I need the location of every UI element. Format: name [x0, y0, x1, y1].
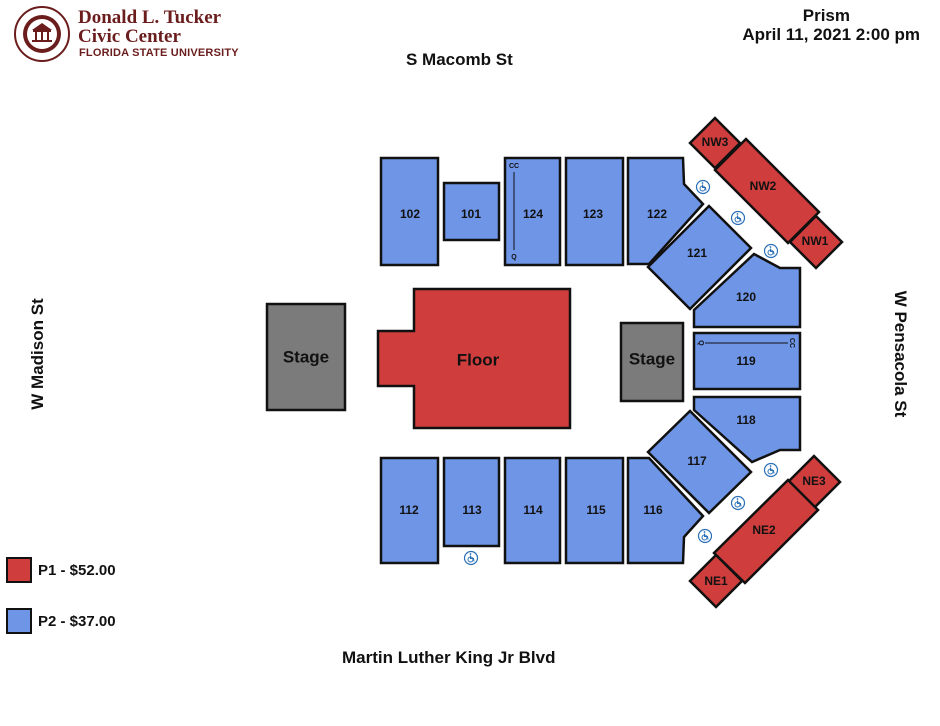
wheelchair-accessible-icon [730, 210, 746, 226]
section-ne1[interactable]: NE1 [688, 553, 744, 609]
event-date: April 11, 2021 2:00 pm [742, 25, 920, 44]
section-nw2[interactable]: NW2 [713, 137, 821, 245]
wheelchair-accessible-icon [697, 528, 713, 544]
venue-name-line2: Civic Center [78, 26, 181, 47]
street-south: Martin Luther King Jr Blvd [342, 648, 556, 667]
section-nw1-label: NW1 [802, 234, 829, 248]
event-name: Prism [802, 6, 850, 25]
floor-label: Floor [457, 350, 500, 369]
legend-swatch-p2 [6, 608, 32, 634]
section-121[interactable]: 121 [646, 204, 753, 311]
wheelchair-accessible-icon [730, 495, 746, 511]
legend-label-p2: P2 - $37.00 [38, 612, 116, 630]
section-nw3[interactable]: NW3 [688, 116, 742, 170]
legend-item-p1: P1 - $52.00 [6, 557, 116, 583]
section-101[interactable]: 101 [442, 181, 501, 242]
venue-name-line1: Donald L. Tucker [78, 7, 222, 28]
university-seal-icon [14, 6, 70, 62]
marker-q-124: Q [511, 254, 517, 261]
university-name: FLORIDA STATE UNIVERSITY [79, 47, 239, 59]
section-114-label: 114 [523, 503, 543, 517]
section-119-label: 119 [736, 354, 756, 368]
stage-east: Stage [619, 321, 685, 403]
section-121-label: 121 [687, 246, 707, 260]
stage-west: Stage [265, 302, 347, 412]
section-124[interactable]: CC Q 124 [503, 156, 562, 267]
section-118-label: 118 [736, 413, 756, 427]
section-122[interactable]: 122 [626, 156, 705, 266]
section-ne2-label: NE2 [752, 523, 776, 537]
section-113-label: 113 [462, 503, 482, 517]
marker-cc-119: CC [788, 338, 795, 348]
section-112-label: 112 [399, 503, 419, 517]
marker-cc-124: CC [509, 163, 519, 170]
section-124-label: 124 [523, 207, 543, 221]
section-floor[interactable]: Floor [376, 287, 572, 430]
legend-swatch-p1 [6, 557, 32, 583]
section-102[interactable]: 102 [379, 156, 440, 267]
section-102-label: 102 [400, 207, 420, 221]
section-114[interactable]: 114 [503, 456, 562, 565]
section-118[interactable]: 118 [692, 395, 802, 464]
section-112[interactable]: 112 [379, 456, 440, 565]
wheelchair-accessible-icon [763, 462, 779, 478]
section-120-label: 120 [736, 290, 756, 304]
legend-label-p1: P1 - $52.00 [38, 561, 116, 579]
section-119[interactable]: CC Q 119 [692, 331, 802, 391]
street-north: S Macomb St [406, 50, 513, 69]
section-120[interactable]: 120 [692, 252, 802, 329]
section-116[interactable]: 116 [626, 456, 705, 565]
section-ne1-label: NE1 [704, 574, 728, 588]
section-115-label: 115 [586, 503, 606, 517]
wheelchair-accessible-icon [763, 243, 779, 259]
stage-west-label: Stage [283, 347, 329, 366]
section-nw2-label: NW2 [750, 179, 777, 193]
section-115[interactable]: 115 [564, 456, 625, 565]
section-nw3-label: NW3 [702, 135, 729, 149]
stage-east-label: Stage [629, 349, 675, 368]
section-117[interactable]: 117 [646, 409, 753, 515]
venue-logo: Donald L. Tucker Civic Center FLORIDA ST… [14, 6, 254, 64]
section-116-label: 116 [643, 503, 663, 517]
section-122-label: 122 [647, 207, 667, 221]
wheelchair-accessible-icon [695, 179, 711, 195]
section-101-label: 101 [461, 207, 481, 221]
section-123[interactable]: 123 [564, 156, 625, 267]
section-ne3-label: NE3 [802, 474, 826, 488]
section-113[interactable]: 113 [442, 456, 501, 548]
section-123-label: 123 [583, 207, 603, 221]
section-117-label: 117 [687, 454, 707, 468]
legend-item-p2: P2 - $37.00 [6, 608, 116, 634]
marker-q-119: Q [697, 340, 704, 346]
wheelchair-accessible-icon [463, 550, 479, 566]
section-nw1[interactable]: NW1 [788, 214, 844, 270]
